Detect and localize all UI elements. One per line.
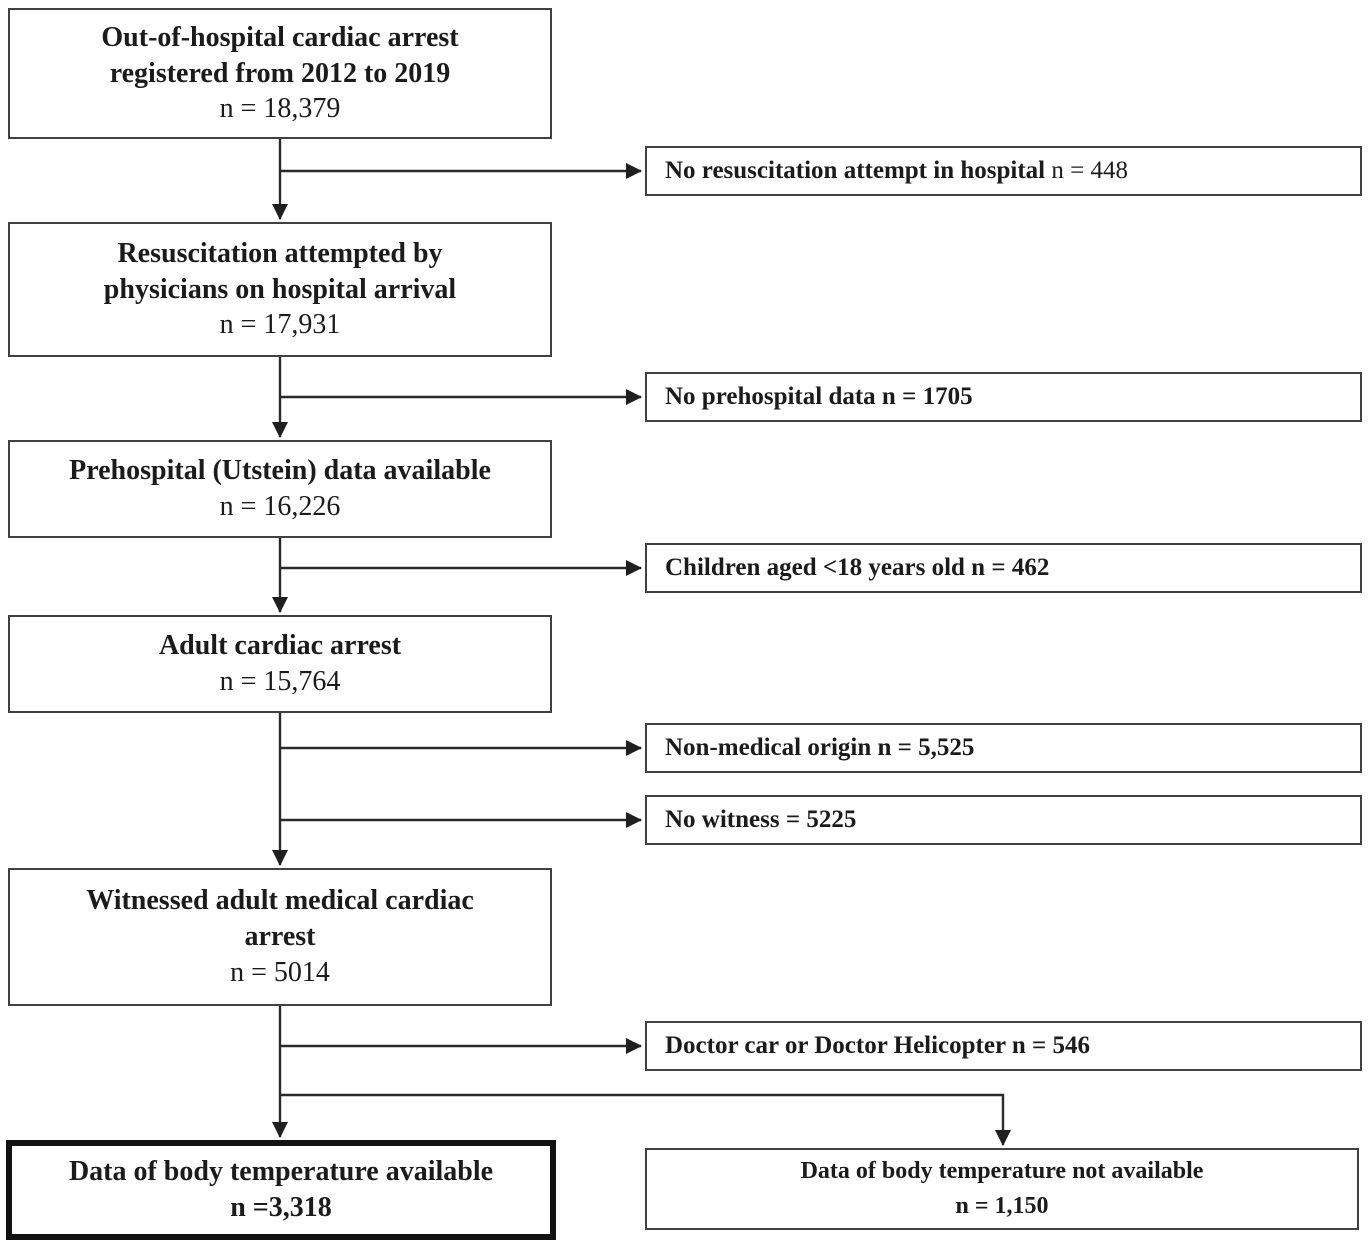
exclusion-label-bold: Children aged <18 years old n = 462 bbox=[665, 554, 1050, 581]
exclusion-label-bold: Non-medical origin n = 5,525 bbox=[665, 734, 975, 761]
box-adult-cardiac-arrest: Adult cardiac arrest n = 15,764 bbox=[8, 615, 552, 713]
box-title-line: arrest bbox=[244, 921, 316, 953]
box-n-value: n = 5014 bbox=[230, 956, 330, 988]
box-n-value: n = 18,379 bbox=[219, 93, 341, 125]
exclusion-label-bold: No prehospital data n = 1705 bbox=[665, 383, 973, 410]
box-title-line: Data of body temperature available bbox=[68, 1156, 494, 1188]
box-title-line: Witnessed adult medical cardiac bbox=[86, 885, 474, 917]
box-n-value: n = 15,764 bbox=[219, 666, 341, 697]
connector-to-temp-not-available bbox=[280, 1093, 1011, 1146]
box-temperature-available: Data of body temperature available n =3,… bbox=[6, 1140, 556, 1240]
exclusion-label-bold: No resuscitation attempt in hospital bbox=[665, 157, 1052, 184]
exclusion-label-bold: No witness = 5225 bbox=[665, 806, 857, 833]
box-title-line: Data of body temperature not available bbox=[800, 1158, 1204, 1185]
box-title-line: Out-of-hospital cardiac arrest bbox=[101, 21, 459, 53]
box-witnessed-arrest: Witnessed adult medical cardiac arrest n… bbox=[8, 868, 552, 1006]
exclusion-doctor-car-helicopter: Doctor car or Doctor Helicopter n = 546 bbox=[645, 1021, 1362, 1071]
box-n-value: n = 17,931 bbox=[219, 309, 341, 341]
exclusion-children-under-18: Children aged <18 years old n = 462 bbox=[645, 543, 1362, 593]
box-temperature-not-available: Data of body temperature not available n… bbox=[645, 1148, 1359, 1230]
box-title-line: Resuscitation attempted by bbox=[117, 237, 443, 269]
box-title-line: registered from 2012 to 2019 bbox=[109, 57, 451, 89]
exclusion-label-regular: n = 448 bbox=[1051, 157, 1128, 184]
box-ohca-registered: Out-of-hospital cardiac arrest registere… bbox=[8, 8, 552, 139]
exclusion-no-witness: No witness = 5225 bbox=[645, 795, 1362, 845]
box-prehospital-data-available: Prehospital (Utstein) data available n =… bbox=[8, 440, 552, 538]
box-n-value: n = 16,226 bbox=[219, 491, 341, 522]
box-title-line: Adult cardiac arrest bbox=[158, 630, 402, 662]
exclusion-no-resuscitation: No resuscitation attempt in hospital n =… bbox=[645, 146, 1362, 196]
box-resuscitation-attempted: Resuscitation attempted by physicians on… bbox=[8, 222, 552, 357]
exclusion-non-medical-origin: Non-medical origin n = 5,525 bbox=[645, 723, 1362, 773]
box-n-value: n =3,318 bbox=[230, 1192, 332, 1223]
box-title-line: physicians on hospital arrival bbox=[103, 273, 457, 305]
box-n-value: n = 1,150 bbox=[955, 1193, 1049, 1219]
exclusion-label-bold: Doctor car or Doctor Helicopter n = 546 bbox=[665, 1032, 1091, 1059]
box-title-line: Prehospital (Utstein) data available bbox=[69, 455, 491, 487]
exclusion-no-prehospital-data: No prehospital data n = 1705 bbox=[645, 372, 1362, 422]
